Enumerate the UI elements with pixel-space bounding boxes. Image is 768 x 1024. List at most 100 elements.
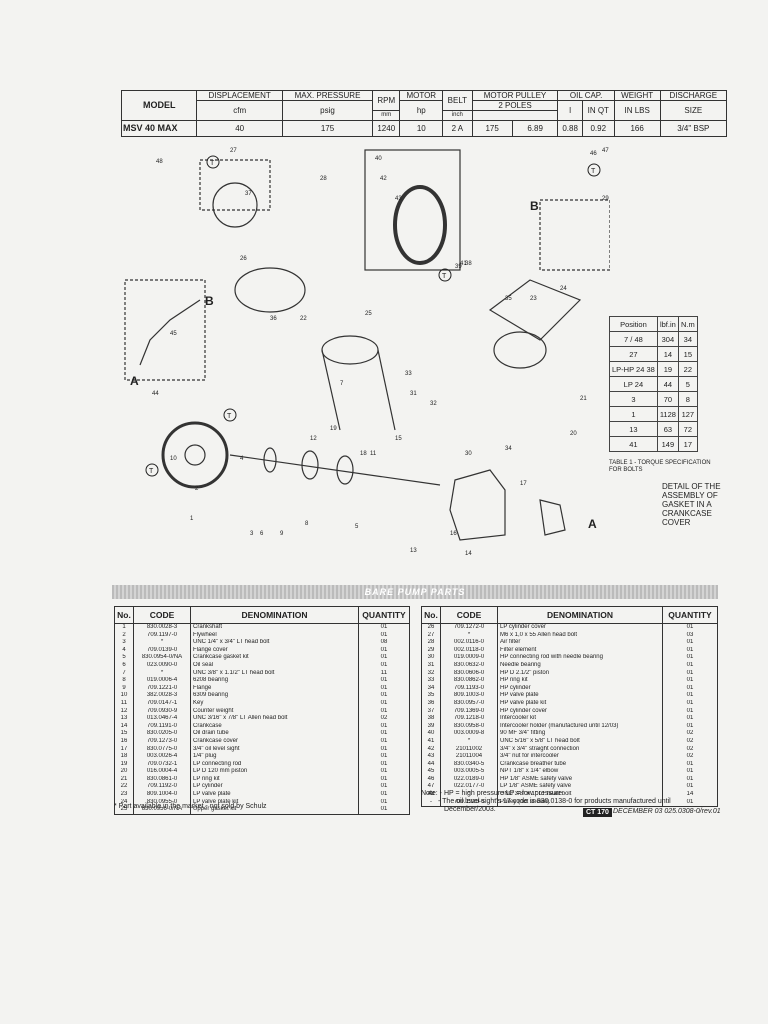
part-quantity: 01 [358,677,410,685]
spec-sub-displacement: cfm [196,100,283,121]
part-no: 39 [421,722,441,731]
part-number-label: 47 [602,148,609,154]
part-code: 709.1221-0 [133,684,191,693]
part-no: 35 [421,692,441,700]
part-number-label: 44 [152,391,159,397]
part-number-label: 38 [465,261,472,267]
part-quantity: 01 [662,646,718,655]
spec-sub-pulley-mm: mm [372,110,401,121]
part-quantity: 01 [662,707,718,716]
part-quantity: 01 [662,684,718,693]
t-label: T [149,468,154,475]
part-number-label: 30 [465,451,472,457]
part-no: 3 [114,639,134,647]
part-number-label: 10 [170,456,177,462]
part-code: * [133,669,191,678]
torque-caption: TABLE 1 - TORQUE SPECIFICATION FOR BOLTS [609,460,711,473]
part-code: 809.1004-0 [133,791,191,799]
torque-nm: 72 [677,421,698,437]
part-number-label: 33 [405,371,412,377]
part-no: 37 [421,707,441,716]
part-quantity: 01 [358,791,410,799]
part-number-label: 39 [455,264,462,270]
part-number-label: 42 [380,176,387,182]
breather-tube [139,299,201,366]
spec-header-pulley: MOTOR PULLEY [471,90,559,101]
part-code: 830.0028-3 [133,623,191,632]
spec-header-oil: OIL CAP. [557,90,615,101]
part-code: * [133,639,191,647]
callout-a-right: A [588,517,597,531]
part-quantity: 01 [358,753,410,761]
part-no: 44 [421,760,441,769]
part-number-label: 36 [270,316,277,322]
part-quantity: 01 [662,798,718,808]
part-no: 8 [114,677,134,685]
spec-weight-value: 166 [613,120,661,137]
spec-pulley-inch-value: 6.89 [511,120,559,137]
part-code: 830.0862-0 [440,677,498,685]
part-code: 709.0139-0 [133,646,191,655]
part-number-label: 29 [602,196,609,202]
part-quantity: 01 [358,699,410,708]
spec-sub-oil-qt: IN QT [581,100,615,121]
part-quantity: 01 [358,737,410,746]
part-code: 022.0189-0 [440,775,498,784]
part-no: 17 [114,745,134,754]
part-quantity: 01 [358,684,410,693]
part-quantity: 01 [662,669,718,678]
part-quantity: 01 [662,654,718,662]
t-marker [206,155,220,169]
part-denomination: LP ring kit [190,775,359,784]
spec-header-pressure: MAX. PRESSURE [281,90,374,101]
part-no: 22 [114,783,134,792]
part-quantity: 11 [358,669,410,678]
part-code: 013.0467-4 [133,715,191,723]
torque-pos: 3 [609,391,658,407]
part-denomination: Needle bearing [497,661,663,670]
part-code: 382.0028-3 [133,692,191,700]
part-quantity: 14 [662,791,718,799]
part-quantity: 01 [358,806,410,815]
part-code: 809.1003-0 [440,692,498,700]
part-code: 709.1197-0 [133,631,191,640]
part-code: 709.0147-1 [133,699,191,708]
spec-header-model: MODEL [120,90,198,121]
part-quantity: 01 [358,654,410,662]
part-denomination: 6309 bearing [190,692,359,700]
part-quantity: 08 [358,639,410,647]
part-code: 830.0606-0 [440,669,498,678]
spec-discharge-value: 3/4" BSP [659,120,728,137]
part-quantity: 03 [662,631,718,640]
part-number-label: 45 [170,331,177,337]
torque-nm: 127 [677,406,698,422]
crankcase [449,469,506,541]
part-number-label: 3 [250,531,254,537]
spec-oil-qt-value: 0.92 [581,120,615,137]
torque-lbfin: 63 [656,421,679,437]
part-number-label: 5 [355,524,359,530]
part-denomination: HP valve plate kit [497,699,663,708]
part-number-label: 43 [395,196,402,202]
part-code: 709.1369-0 [440,707,498,716]
part-denomination: 3/4" nut for intercooler [497,753,663,761]
part-quantity: 01 [662,760,718,769]
part-denomination: Flange [190,684,359,693]
part-number-label: 2 [195,486,199,492]
part-quantity: 01 [358,646,410,655]
part-no: 4 [114,646,134,655]
flywheel-hub [184,444,206,466]
